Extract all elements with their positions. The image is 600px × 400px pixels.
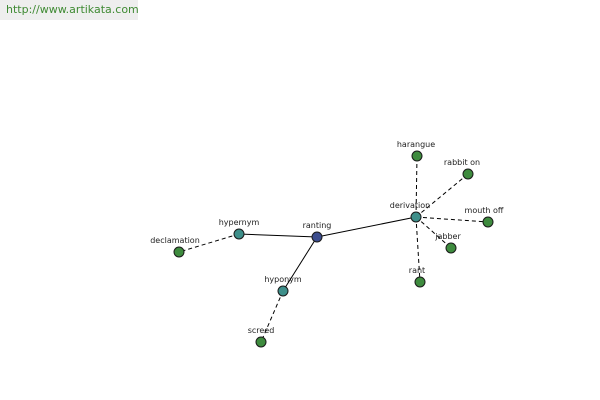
node-label[interactable]: rant [409, 266, 425, 275]
node-jabber[interactable]: jabber [434, 232, 461, 254]
node-ranting[interactable]: ranting [303, 221, 332, 243]
node-dot[interactable] [277, 285, 289, 297]
node-label[interactable]: derivation [390, 201, 430, 210]
graph-edges [178, 155, 489, 343]
node-dot[interactable] [311, 231, 323, 243]
node-rant[interactable]: rant [409, 266, 426, 288]
node-dot[interactable] [173, 246, 185, 258]
node-label[interactable]: hyponym [264, 275, 302, 284]
node-dot[interactable] [482, 216, 494, 228]
edge-ranting-derivation [316, 216, 417, 238]
site-url-watermark[interactable]: http://www.artikata.com [0, 0, 139, 20]
node-mouth-off[interactable]: mouth off [465, 206, 504, 228]
node-hypernym[interactable]: hypernym [219, 218, 260, 240]
node-hyponym[interactable]: hyponym [264, 275, 302, 297]
edge-derivation-rant [415, 216, 421, 283]
edge-derivation-harangue [415, 155, 418, 218]
node-label[interactable]: screed [248, 326, 275, 335]
node-rabbit-on[interactable]: rabbit on [444, 158, 480, 180]
node-label[interactable]: declamation [150, 236, 200, 245]
node-dot[interactable] [462, 168, 474, 180]
edge-derivation-rabbit_on [415, 173, 469, 218]
node-screed[interactable]: screed [248, 326, 275, 348]
graph-nodes: ranting hypernym hyponym derivation declamat… [150, 140, 504, 348]
node-label[interactable]: ranting [303, 221, 332, 230]
node-label[interactable]: hypernym [219, 218, 260, 227]
node-dot[interactable] [414, 276, 426, 288]
edge-ranting-hypernym [238, 233, 318, 238]
node-label[interactable]: mouth off [465, 206, 504, 215]
edge-ranting-hyponym [282, 236, 318, 292]
node-dot[interactable] [255, 336, 267, 348]
node-dot[interactable] [411, 150, 423, 162]
node-harangue[interactable]: harangue [397, 140, 435, 162]
node-label[interactable]: harangue [397, 140, 435, 149]
node-dot[interactable] [410, 211, 422, 223]
edge-hypernym-declamation [178, 233, 240, 253]
node-derivation[interactable]: derivation [390, 201, 430, 223]
node-dot[interactable] [445, 242, 457, 254]
node-label[interactable]: rabbit on [444, 158, 480, 167]
edge-derivation-mouth_off [415, 216, 489, 223]
node-label[interactable]: jabber [434, 232, 461, 241]
node-declamation[interactable]: declamation [150, 236, 200, 258]
edge-derivation-jabber [415, 216, 452, 249]
node-dot[interactable] [233, 228, 245, 240]
edge-hyponym-screed [260, 290, 284, 343]
